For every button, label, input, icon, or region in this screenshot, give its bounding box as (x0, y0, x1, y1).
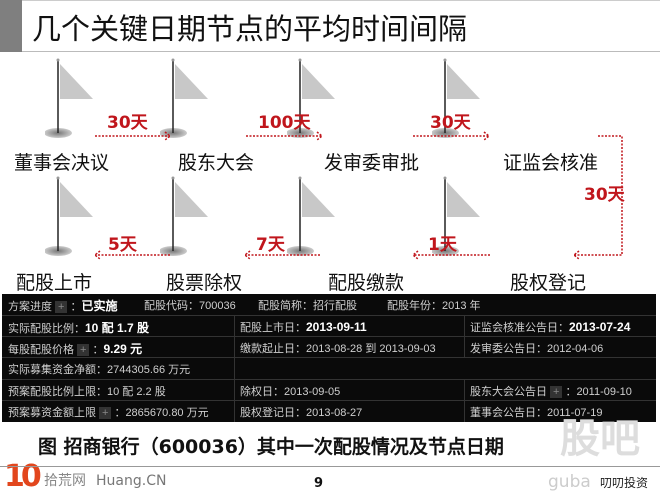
top-divider (22, 0, 660, 1)
interval-label: 30天 (430, 113, 471, 133)
footer-author: 叨叨投资 (600, 476, 649, 490)
table-row: 预案募资金额上限+：2865670.80 万元 股权登记日：2013-08-27… (2, 400, 656, 422)
table-cell: 除权日：2013-09-05 (240, 386, 341, 398)
title-divider (22, 51, 660, 52)
table-cell: 每股配股价格+：9.29 元 (8, 342, 143, 356)
interval-label: 30天 (584, 185, 625, 205)
watermark-logo-text: 拾荒网 (44, 473, 86, 489)
table-cell: 股东大会公告日+：2011-09-10 (470, 386, 632, 398)
table-cell: 股权登记日：2013-08-27 (240, 407, 363, 419)
node-ex-rights: 股票除权 (166, 272, 243, 294)
table-row: 每股配股价格+：9.29 元 缴款起止日：2013-08-28 到 2013-0… (2, 336, 656, 358)
node-payment: 配股缴款 (328, 272, 405, 294)
node-shareholder-meeting: 股东大会 (178, 152, 255, 174)
watermark-guba: 股吧 (560, 416, 640, 462)
arrow-right-icon (246, 131, 324, 141)
arrow-right-icon (95, 131, 172, 141)
arrow-right-icon (413, 131, 491, 141)
node-board-resolution: 董事会决议 (14, 152, 110, 174)
table-cell: 预案配股比例上限：10 配 2.2 股 (8, 386, 166, 398)
flag-icon (431, 176, 502, 256)
expand-button[interactable]: + (55, 301, 68, 313)
table-cell: 董事会公告日：2011-07-19 (470, 407, 603, 419)
node-listing: 配股上市 (16, 272, 93, 294)
table-row: 方案进度+：已实施 配股代码：700036 配股简称：招行配股 配股年份：201… (2, 294, 656, 315)
watermark-logo-domain: Huang.CN (96, 473, 167, 489)
table-cell: 配股年份：2013 年 (387, 300, 481, 312)
table-cell: 证监会核准公告日：2013-07-24 (470, 320, 631, 334)
column-divider (234, 316, 235, 422)
figure-caption: 图 招商银行（600036）其中一次配股情况及节点日期 (38, 436, 504, 458)
node-csrc-approval: 证监会核准 (503, 152, 599, 174)
flag-icon (44, 58, 115, 138)
interval-label: 7天 (256, 235, 285, 255)
flag-icon (44, 176, 115, 256)
arrow-left-icon (243, 250, 320, 260)
rights-issue-table: 方案进度+：已实施 配股代码：700036 配股简称：招行配股 配股年份：201… (2, 294, 656, 422)
watermark-guba-domain: guba (548, 472, 591, 492)
expand-button[interactable]: + (77, 344, 90, 356)
flag-icon (286, 176, 357, 256)
table-row: 预案配股比例上限：10 配 2.2 股 除权日：2013-09-05 股东大会公… (2, 379, 656, 401)
arrows-layer (93, 131, 623, 260)
table-row: 实际募集资金净额：2744305.66 万元 (2, 357, 656, 379)
column-divider (464, 316, 465, 358)
interval-label: 1天 (428, 235, 457, 255)
flag-icon (159, 58, 230, 138)
interval-label: 100天 (258, 113, 311, 133)
table-cell: 预案募资金额上限+：2865670.80 万元 (8, 407, 209, 419)
table-cell: 方案进度+：已实施 (8, 299, 118, 313)
table-cell: 实际配股比例：10 配 1.7 股 (8, 321, 150, 335)
table-cell: 配股代码：700036 (144, 300, 236, 312)
interval-label: 30天 (107, 113, 148, 133)
flag-icon (159, 176, 230, 256)
flag-icon (431, 58, 502, 138)
expand-button[interactable]: + (550, 386, 563, 398)
arrow-left-icon (411, 250, 490, 260)
table-cell: 配股上市日：2013-09-11 (240, 320, 367, 334)
arrow-left-icon (93, 250, 170, 260)
table-cell: 实际募集资金净额：2744305.66 万元 (8, 364, 191, 376)
expand-button[interactable]: + (99, 407, 112, 419)
watermark-logo-number: 10 (4, 459, 42, 494)
arrow-turn-icon (572, 135, 623, 260)
title-accent-bar (0, 0, 22, 52)
table-row: 实际配股比例：10 配 1.7 股 配股上市日：2013-09-11 证监会核准… (2, 315, 656, 337)
node-registration: 股权登记 (510, 272, 587, 294)
footer-divider (0, 466, 660, 467)
page-number: 9 (314, 476, 324, 491)
interval-label: 5天 (108, 235, 137, 255)
slide-title: 几个关键日期节点的平均时间间隔 (32, 12, 468, 46)
table-cell: 配股简称：招行配股 (258, 300, 357, 312)
table-cell: 发审委公告日：2012-04-06 (470, 343, 604, 355)
node-review-approval: 发审委审批 (324, 152, 420, 174)
table-cell: 缴款起止日：2013-08-28 到 2013-09-03 (240, 343, 436, 355)
